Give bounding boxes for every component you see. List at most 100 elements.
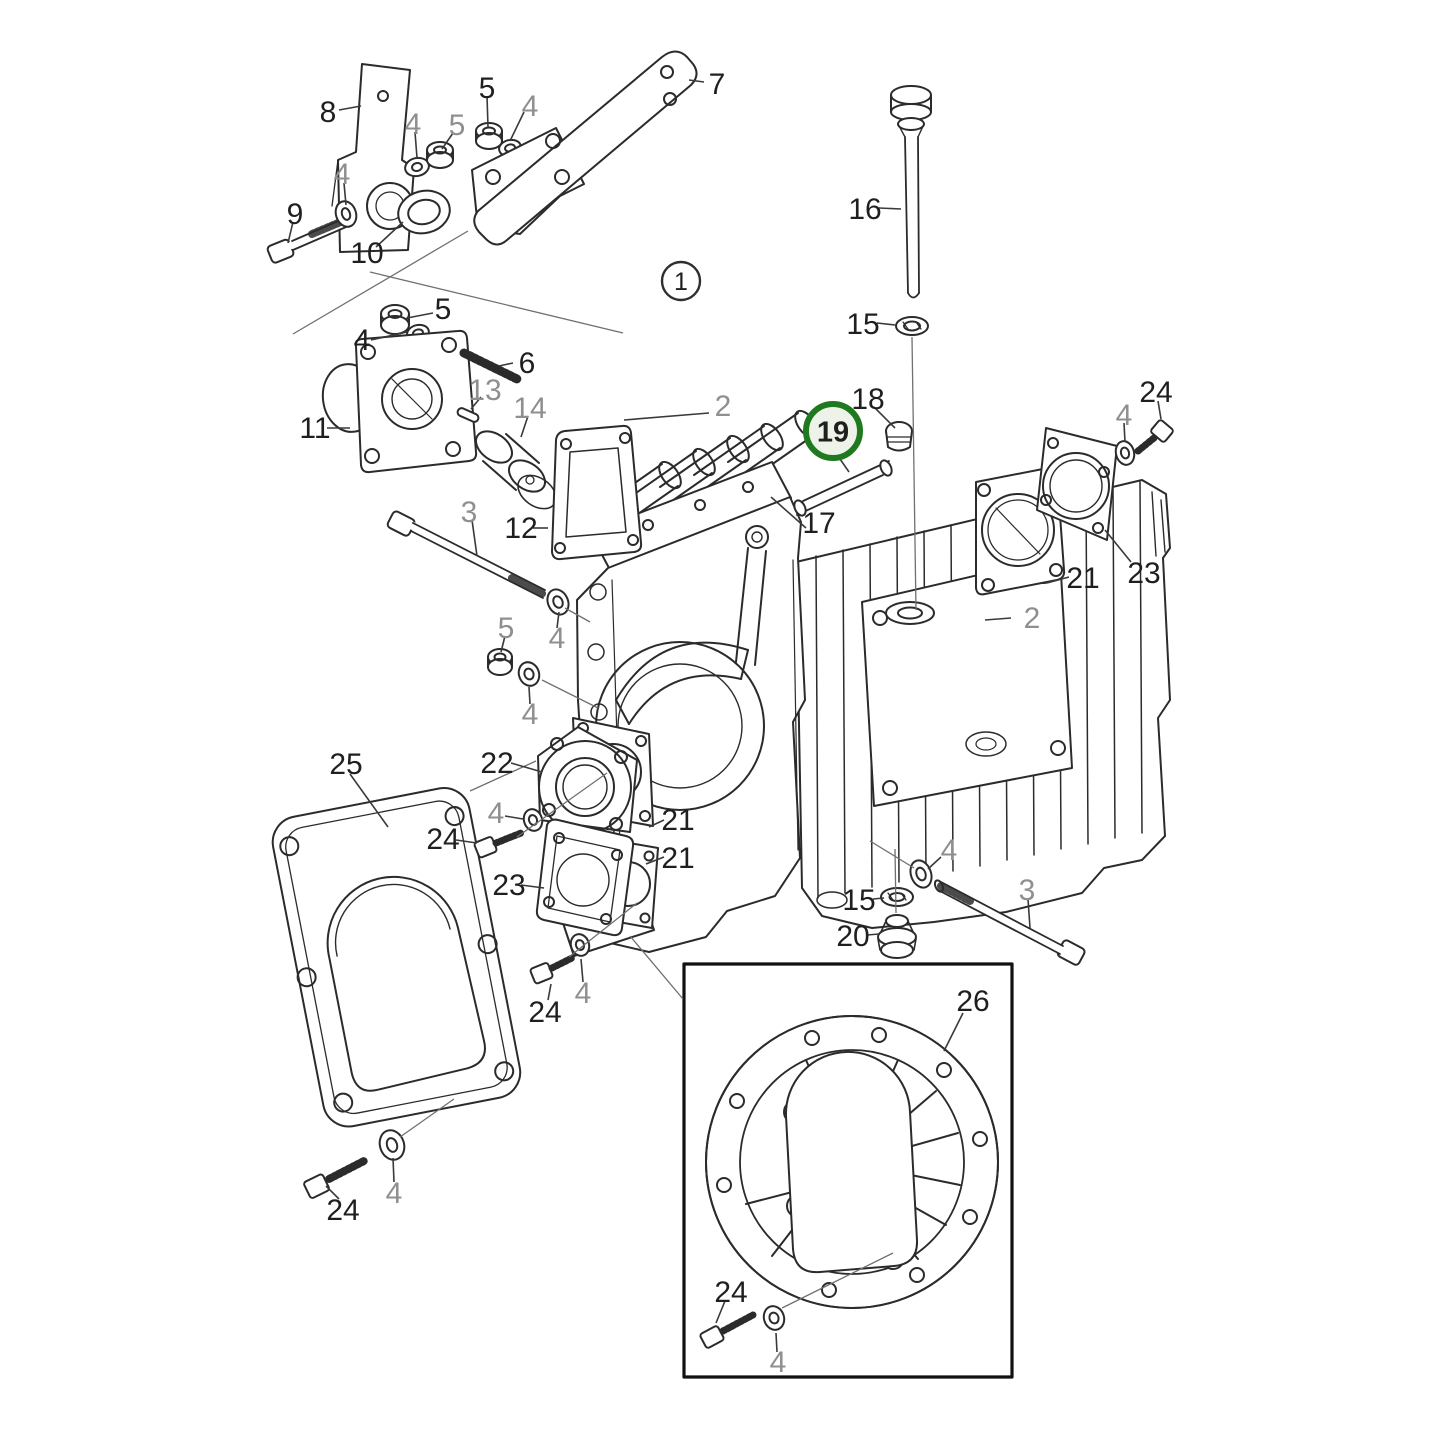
part-number-label: 25 bbox=[329, 748, 362, 781]
part-callout-23[interactable]: 23 bbox=[492, 869, 525, 902]
washer-15-art bbox=[880, 887, 914, 907]
leader-line bbox=[504, 815, 524, 820]
part-callout-4[interactable]: 4 bbox=[941, 834, 958, 867]
axis-line bbox=[564, 607, 591, 623]
part-callout-7[interactable]: 7 bbox=[709, 68, 726, 101]
part-number-label: 4 bbox=[354, 324, 371, 357]
leader-line bbox=[839, 458, 850, 473]
part-callout-3[interactable]: 3 bbox=[461, 496, 478, 529]
part-callout-4[interactable]: 4 bbox=[334, 158, 351, 191]
part-callout-5[interactable]: 5 bbox=[435, 293, 452, 326]
axis-line bbox=[629, 935, 684, 1000]
assembly-axis-lines bbox=[292, 230, 917, 1309]
part-callout-4[interactable]: 4 bbox=[488, 797, 505, 830]
part-12-gasket-art bbox=[551, 424, 643, 561]
part-2-right-housing-art bbox=[795, 479, 1171, 929]
part-callout-21[interactable]: 21 bbox=[661, 804, 694, 837]
leader-line bbox=[509, 111, 525, 142]
leader-line bbox=[984, 617, 1012, 621]
part-number-label: 5 bbox=[435, 293, 452, 326]
part-callout-19[interactable]: 19 bbox=[803, 401, 863, 461]
leader-line bbox=[510, 762, 543, 773]
part-callout-4[interactable]: 4 bbox=[575, 977, 592, 1010]
part-callout-4[interactable]: 4 bbox=[405, 108, 422, 141]
leader-line bbox=[927, 856, 942, 870]
part-number-label: 19 bbox=[817, 416, 849, 448]
part-number-label: 23 bbox=[1127, 557, 1160, 590]
leader-line bbox=[441, 132, 454, 150]
leader-line bbox=[528, 686, 531, 705]
part-callout-11[interactable]: 11 bbox=[299, 412, 330, 445]
part-callout-5[interactable]: 5 bbox=[479, 72, 496, 105]
part-callout-4[interactable]: 4 bbox=[522, 698, 539, 731]
part-6-stud-art bbox=[459, 348, 522, 384]
part-callout-24[interactable]: 24 bbox=[426, 823, 459, 856]
callout-ring bbox=[660, 260, 702, 302]
part-callout-13[interactable]: 13 bbox=[468, 374, 501, 407]
part-callout-14[interactable]: 14 bbox=[513, 392, 546, 425]
leader-line bbox=[370, 331, 408, 341]
part-callout-4[interactable]: 4 bbox=[549, 622, 566, 655]
part-callout-8[interactable]: 8 bbox=[320, 96, 337, 129]
part-callout-2[interactable]: 2 bbox=[715, 390, 732, 423]
part-number-label: 7 bbox=[709, 68, 726, 101]
leader-line bbox=[414, 131, 418, 159]
part-callout-1[interactable]: 1 bbox=[660, 260, 702, 302]
part-callout-4[interactable]: 4 bbox=[1116, 399, 1133, 432]
part-number-label: 4 bbox=[522, 698, 539, 731]
part-number-label: 24 bbox=[714, 1276, 747, 1309]
leader-line bbox=[580, 958, 584, 983]
part-callout-15[interactable]: 15 bbox=[842, 884, 875, 917]
part-callout-9[interactable]: 9 bbox=[287, 198, 304, 231]
part-callout-4[interactable]: 4 bbox=[770, 1346, 787, 1379]
part-callout-24[interactable]: 24 bbox=[326, 1194, 359, 1227]
part-callout-21[interactable]: 21 bbox=[661, 842, 694, 875]
bolt-24-art bbox=[303, 1157, 368, 1199]
leader-line bbox=[287, 221, 294, 244]
bolt-24-art bbox=[699, 1311, 757, 1349]
part-callout-4[interactable]: 4 bbox=[354, 324, 371, 357]
leader-line bbox=[325, 1185, 340, 1200]
part-callout-24[interactable]: 24 bbox=[1139, 376, 1172, 409]
part-17-fork-art bbox=[615, 525, 769, 725]
part-callout-3[interactable]: 3 bbox=[1019, 874, 1036, 907]
part-callout-12[interactable]: 12 bbox=[504, 512, 537, 545]
part-16-dipstick-art bbox=[890, 85, 932, 299]
part-callout-21[interactable]: 21 bbox=[1066, 562, 1099, 595]
part-callout-24[interactable]: 24 bbox=[528, 996, 561, 1029]
part-callout-5[interactable]: 5 bbox=[449, 109, 466, 142]
part-callout-18[interactable]: 18 bbox=[851, 383, 884, 416]
part-callout-22[interactable]: 22 bbox=[480, 747, 513, 780]
part-callout-16[interactable]: 16 bbox=[848, 193, 881, 226]
leader-line bbox=[688, 79, 705, 83]
leader-line bbox=[1046, 576, 1070, 584]
part-callout-17[interactable]: 17 bbox=[802, 507, 835, 540]
part-callout-5[interactable]: 5 bbox=[498, 612, 515, 645]
part-number-label: 3 bbox=[1019, 874, 1036, 907]
part-callout-25[interactable]: 25 bbox=[329, 748, 362, 781]
part-callout-15[interactable]: 15 bbox=[846, 308, 879, 341]
part-number-label: 24 bbox=[326, 1194, 359, 1227]
part-callout-20[interactable]: 20 bbox=[836, 920, 869, 953]
axis-line bbox=[516, 772, 608, 838]
part-callout-26[interactable]: 26 bbox=[956, 985, 989, 1018]
part-callout-10[interactable]: 10 bbox=[350, 237, 383, 270]
leader-line bbox=[623, 412, 710, 421]
part-callout-23[interactable]: 23 bbox=[1127, 557, 1160, 590]
leader-line bbox=[715, 1300, 726, 1324]
leader-line bbox=[775, 1332, 778, 1353]
part-callout-4[interactable]: 4 bbox=[522, 90, 539, 123]
part-callout-6[interactable]: 6 bbox=[519, 347, 536, 380]
part-number-label: 9 bbox=[287, 198, 304, 231]
part-callout-4[interactable]: 4 bbox=[386, 1177, 403, 1210]
part-callout-24[interactable]: 24 bbox=[714, 1276, 747, 1309]
part-callout-2[interactable]: 2 bbox=[1024, 602, 1041, 635]
leader-line bbox=[486, 95, 489, 128]
axis-line bbox=[781, 1252, 894, 1309]
part-number-label: 5 bbox=[449, 109, 466, 142]
part-number-label: 4 bbox=[1116, 399, 1133, 432]
axis-line bbox=[292, 230, 469, 335]
washer-4-art bbox=[569, 933, 591, 957]
axis-line bbox=[869, 840, 915, 869]
